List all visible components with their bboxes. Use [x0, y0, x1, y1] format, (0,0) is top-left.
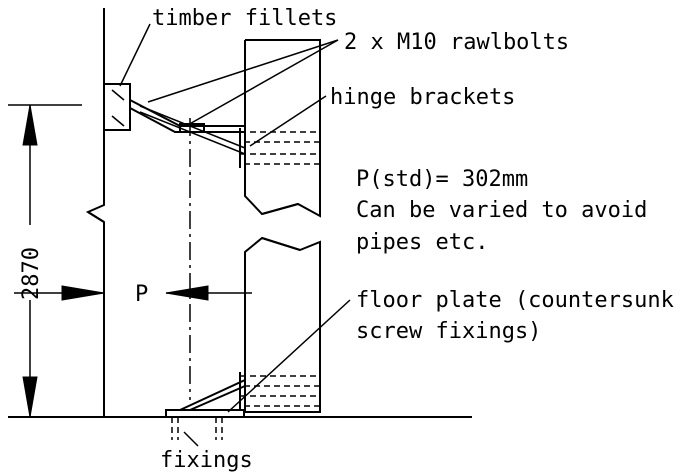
upper-bolt-bottom	[239, 153, 321, 165]
p-arrow-left	[61, 285, 105, 301]
lower-hinge-bracket-2	[189, 385, 246, 411]
upper-bolt-top	[239, 131, 321, 143]
upper-hinge-diagonal	[139, 105, 246, 149]
label-pipes: pipes etc.	[356, 230, 488, 255]
upper-hinge-plate	[179, 123, 205, 133]
p-dimension-label: P	[135, 282, 148, 307]
label-fixings: fixings	[160, 448, 253, 473]
dim-arrow-up	[22, 104, 38, 146]
leader-hinge	[249, 95, 327, 147]
leader-fixings	[183, 431, 199, 447]
wall-break	[87, 211, 105, 223]
label-screw-fixings: screw fixings)	[356, 319, 541, 344]
label-p-std: P(std)= 302mm	[356, 167, 528, 192]
p-arrow-right	[165, 285, 209, 301]
lower-hinge-bracket	[179, 379, 246, 411]
dim-arrow-down	[22, 376, 38, 418]
lower-bolt-top	[239, 375, 321, 387]
lower-bolt-bottom	[239, 395, 321, 407]
upper-hinge-bracket	[129, 99, 245, 127]
floor-plate	[165, 409, 245, 418]
label-rawlbolts: 2 x M10 rawlbolts	[344, 30, 569, 55]
label-floor-plate: floor plate (countersunk	[356, 288, 674, 313]
leader-floor-plate	[227, 299, 351, 413]
leader-timber	[119, 23, 151, 87]
door-break-mark	[261, 203, 299, 215]
leader-rawlbolt-1	[147, 39, 339, 103]
height-dimension-label: 2870	[19, 247, 44, 300]
label-can-be-varied: Can be varied to avoid	[356, 198, 647, 223]
label-timber-fillets: timber fillets	[152, 6, 337, 31]
timber-fillet-detail	[111, 89, 125, 127]
timber-fillet	[103, 83, 131, 131]
door-break-mark-2	[261, 237, 301, 251]
leader-rawlbolt-2	[185, 39, 339, 127]
upper-hinge-bracket-2	[129, 107, 245, 133]
label-hinge-brackets: hinge brackets	[330, 85, 515, 110]
